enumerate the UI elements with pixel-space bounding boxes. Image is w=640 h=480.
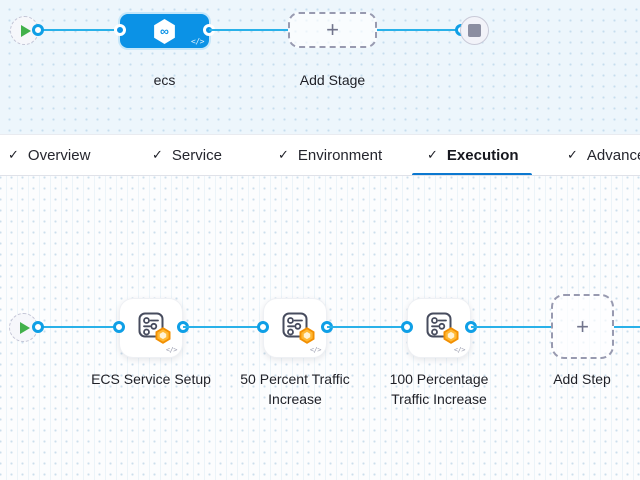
add-step-button[interactable]: + xyxy=(551,294,614,359)
tab-label: Service xyxy=(171,146,222,164)
add-step-label: Add Step xyxy=(553,371,611,387)
ecs-badge-icon xyxy=(443,327,459,344)
edge-addstep-right xyxy=(614,326,640,328)
edge-addstage-to-end xyxy=(377,29,461,31)
step-config-icon xyxy=(136,310,171,344)
play-icon xyxy=(21,24,31,37)
ecs-badge-icon xyxy=(299,327,315,344)
tab-overview[interactable]: ✓ Overview xyxy=(8,135,90,175)
active-tab-underline xyxy=(412,173,532,175)
check-icon: ✓ xyxy=(8,147,19,162)
harness-stage-icon: ∞ xyxy=(154,18,175,44)
tab-service[interactable]: ✓ Service xyxy=(152,135,222,175)
step-config-icon xyxy=(424,310,459,344)
step-node-100-percentage[interactable]: </> xyxy=(407,298,471,358)
code-icon[interactable]: </> xyxy=(165,346,178,354)
check-icon: ✓ xyxy=(567,147,578,162)
edge-start-to-step1 xyxy=(38,326,119,328)
step-node-50-percent[interactable]: </> xyxy=(263,298,327,358)
stage-config-tab-bar: ✓ Overview ✓ Service ✓ Environment ✓ Exe… xyxy=(0,134,640,176)
step-config-icon xyxy=(280,310,315,344)
tab-execution[interactable]: ✓ Execution xyxy=(427,135,519,175)
svg-text:∞: ∞ xyxy=(160,24,169,38)
execution-steps-canvas[interactable]: </> ECS Service Setup </> 50 Percent Tra… xyxy=(0,176,640,480)
port-stage-left[interactable] xyxy=(114,24,126,36)
stage-node-ecs[interactable]: ∞ </> xyxy=(120,14,209,48)
step-label: ECS Service Setup xyxy=(91,371,211,387)
pipeline-stage-canvas[interactable]: ∞ </> ecs + Add Stage xyxy=(0,0,640,134)
edge-stage-to-addstage xyxy=(209,29,288,31)
port-step3-left[interactable] xyxy=(401,321,413,333)
tab-environment[interactable]: ✓ Environment xyxy=(278,135,382,175)
step-label: 100 Percentage Traffic Increase xyxy=(389,371,489,407)
tab-label: Advanced xyxy=(586,146,640,164)
port-step2-left[interactable] xyxy=(257,321,269,333)
stop-icon xyxy=(468,24,481,37)
plus-icon: + xyxy=(326,17,339,42)
step-label: 50 Percent Traffic Increase xyxy=(240,371,350,407)
step-node-ecs-service-setup[interactable]: </> xyxy=(119,298,183,358)
port-start[interactable] xyxy=(32,24,44,36)
add-stage-button[interactable]: + xyxy=(288,12,377,48)
tab-label: Overview xyxy=(27,146,91,164)
check-icon: ✓ xyxy=(278,147,289,162)
edge-start-to-stage xyxy=(38,29,120,31)
stage-label: ecs xyxy=(153,72,176,88)
edge-step3-to-addstep xyxy=(471,326,551,328)
code-icon[interactable]: </> xyxy=(191,37,204,46)
play-icon xyxy=(20,321,30,334)
edge-step2-to-step3 xyxy=(327,326,407,328)
port-step1-left[interactable] xyxy=(113,321,125,333)
plus-icon: + xyxy=(576,313,589,339)
code-icon[interactable]: </> xyxy=(453,346,466,354)
tab-label: Environment xyxy=(297,146,383,164)
pipeline-end-node[interactable] xyxy=(460,16,489,45)
tab-advanced[interactable]: ✓ Advanced xyxy=(567,135,640,175)
code-icon[interactable]: </> xyxy=(309,346,322,354)
ecs-badge-icon xyxy=(155,327,171,344)
check-icon: ✓ xyxy=(427,147,438,162)
tab-label: Execution xyxy=(446,146,519,164)
edge-step1-to-step2 xyxy=(183,326,263,328)
add-stage-label: Add Stage xyxy=(299,72,366,88)
check-icon: ✓ xyxy=(152,147,163,162)
port-exec-start[interactable] xyxy=(32,321,44,333)
